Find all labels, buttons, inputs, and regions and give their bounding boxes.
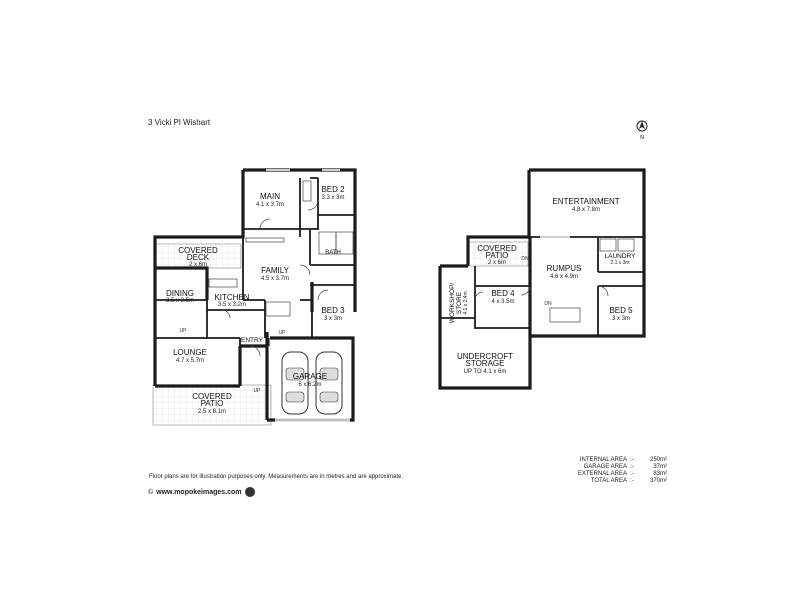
plan-title: 3 Vicki Pl Wishart (148, 118, 211, 127)
room-main-dim: 4.1 x 3.7m (256, 202, 284, 208)
stairs-icon (265, 301, 291, 317)
room-bed3-dim: 3 x 3m (324, 316, 342, 322)
stair-up-marker: UP (180, 328, 188, 334)
area-label: INTERNAL AREA (579, 457, 627, 463)
room-lounge-dim: 4.7 x 5.7m (176, 358, 204, 364)
area-row-garage: GARAGE AREA :- 37m² (555, 464, 667, 471)
area-row-internal: INTERNAL AREA :- 250m² (555, 457, 667, 464)
area-value: 37m² (653, 464, 667, 470)
room-bed5-name: BED 5 (609, 306, 633, 315)
room-laundry-name: LAUNDRY (605, 253, 637, 260)
room-workshop-name2: STORE (456, 291, 463, 314)
room-bed4-name: BED 4 (491, 289, 515, 298)
disclaimer-text: Floor plans are for illustration purpose… (149, 474, 404, 480)
room-bath-name: BATH (325, 250, 341, 256)
room-bed2-name: BED 2 (321, 185, 345, 194)
room-dining-name: DINING (166, 289, 194, 298)
room-entry-name: ENTRY (241, 337, 264, 344)
brand-logo-icon (244, 487, 255, 497)
area-row-external: EXTERNAL AREA :- 83m² (555, 471, 667, 478)
covered-patio-left-area (152, 384, 272, 426)
room-undercroft-name1: UNDERCROFT (457, 352, 513, 361)
room-covered-patio-right-name1: COVERED (477, 244, 517, 253)
car-icon (315, 351, 343, 415)
area-label: GARAGE AREA (583, 464, 627, 470)
room-garage-name: GARAGE (293, 372, 327, 381)
room-undercroft-dim: UP TO 4.1 x 6m (464, 369, 507, 375)
room-family-dim: 4.5 x 3.7m (261, 276, 289, 282)
stair-up-marker: UP (254, 388, 262, 394)
room-main-name: MAIN (260, 192, 280, 201)
area-sep: :- (630, 478, 634, 484)
area-sep: :- (630, 471, 634, 477)
room-kitchen-name: KITCHEN (214, 293, 249, 302)
area-value: 83m² (653, 471, 667, 477)
lower-floor: ENTERTAINMENT 4.8 x 7.8m COVERED PATIO 2… (438, 168, 646, 390)
stair-up-marker: UP (279, 330, 287, 336)
stairs-icon (549, 307, 581, 323)
room-workshop-dim: 4.1 x 2.4m (463, 291, 469, 314)
room-entertainment-name: ENTERTAINMENT (552, 197, 619, 206)
area-label: TOTAL AREA (590, 478, 627, 484)
copyright-icon: © (148, 488, 154, 496)
room-undercroft-name2: STORAGE (466, 359, 505, 368)
room-bed3-name: BED 3 (321, 306, 345, 315)
kitchen-counter (208, 278, 238, 288)
room-rumpus-name: RUMPUS (547, 264, 582, 273)
room-covered-patio-right-name2: PATIO (486, 251, 509, 260)
room-covered-deck-dim: 2 x 6m (189, 262, 207, 268)
room-garage-dim: 6 x 6.2m (298, 382, 321, 388)
room-bed2-dim: 3.3 x 3m (321, 195, 344, 201)
room-bed4-dim: 4 x 3.5m (491, 299, 514, 305)
room-family-name: FAMILY (261, 266, 290, 275)
room-covered-patio-left-dim: 2.5 x 8.1m (198, 409, 226, 415)
area-sep: :- (630, 464, 634, 470)
area-value: 370m² (649, 478, 667, 484)
room-kitchen-dim: 3.5 x 3.2m (218, 302, 246, 308)
room-workshop-name1: WORKSHOP/ (449, 283, 456, 324)
room-covered-patio-left-name1: COVERED (192, 392, 232, 401)
area-label: EXTERNAL AREA (577, 471, 627, 477)
ground-floor: MAIN 4.1 x 3.7m BED 2 3.3 x 3m COVERED D… (152, 168, 357, 426)
room-covered-patio-left-name2: PATIO (201, 399, 224, 408)
area-row-total: TOTAL AREA :- 370m² (555, 478, 667, 485)
room-lounge-name: LOUNGE (173, 348, 207, 357)
stair-dn-marker: DN (521, 256, 529, 262)
brand-footer: © www.mopokeimages.com (148, 487, 255, 497)
brand-site-link[interactable]: www.mopokeimages.com (156, 488, 242, 496)
stair-dn-marker: DN (544, 301, 552, 307)
room-covered-deck-name1: COVERED (178, 246, 218, 255)
compass-label: N (640, 135, 644, 141)
north-compass-icon: N (636, 120, 648, 141)
room-covered-deck-name2: DECK (187, 253, 210, 262)
area-value: 250m² (649, 457, 667, 463)
area-summary: INTERNAL AREA :- 250m² GARAGE AREA :- 37… (555, 457, 667, 485)
car-icon (281, 351, 309, 415)
room-bed5-dim: 3 x 3m (612, 316, 630, 322)
covered-deck-area (154, 243, 242, 269)
room-covered-patio-right-dim: 2 x 6m (488, 260, 506, 266)
room-dining-dim: 3.5 x 3.5m (166, 298, 194, 304)
area-sep: :- (630, 457, 634, 463)
room-rumpus-dim: 4.6 x 4.9m (550, 274, 578, 280)
room-laundry-dim: 2.1 x 3m (610, 260, 629, 266)
room-entertainment-dim: 4.8 x 7.8m (572, 207, 600, 213)
